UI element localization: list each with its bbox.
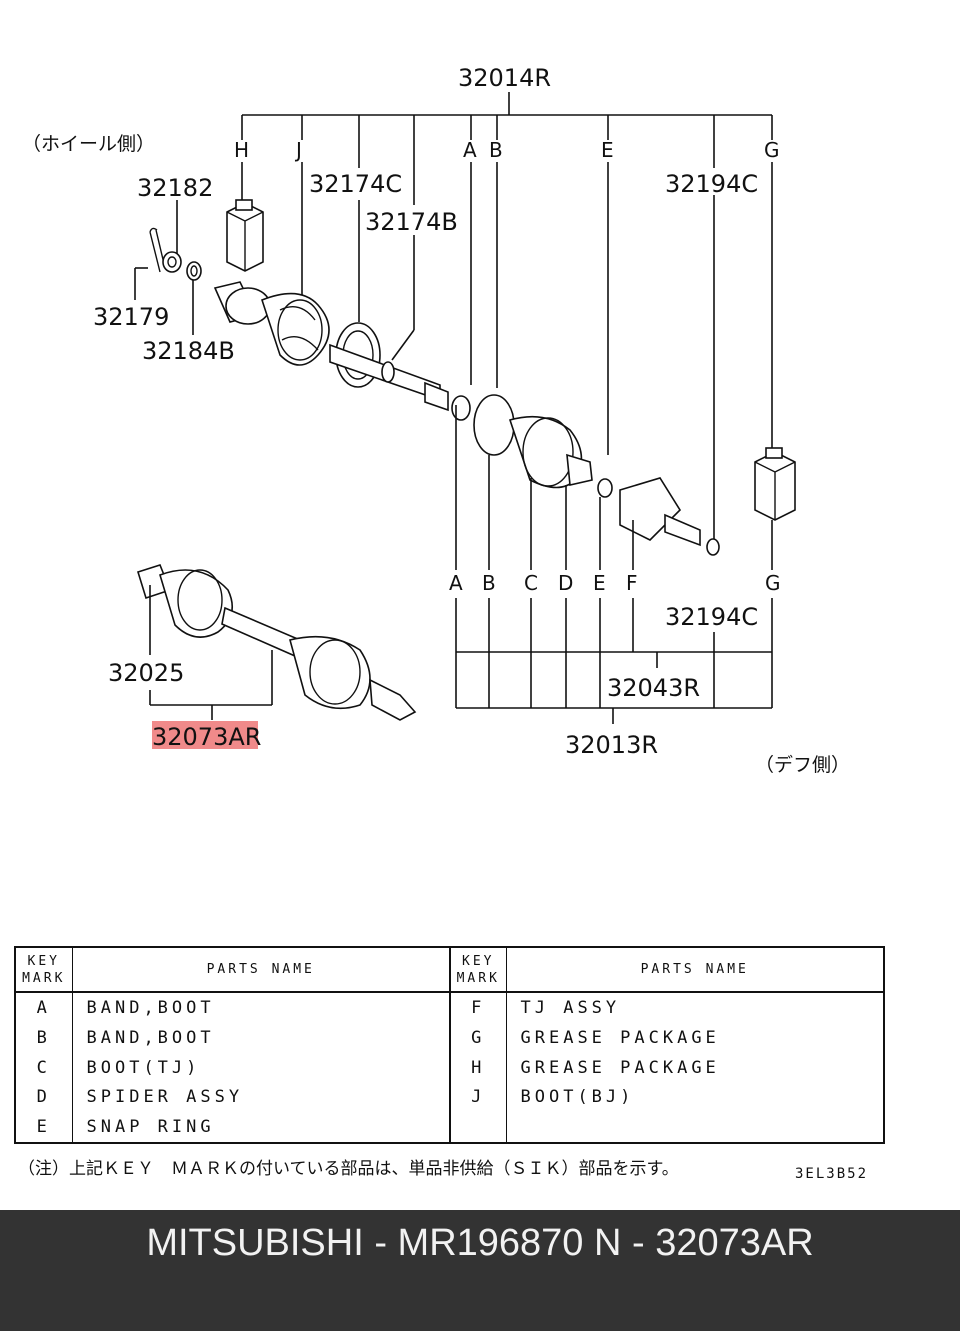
label-32179: 32179 [93, 303, 169, 331]
label-32073ar: 32073AR [152, 723, 261, 751]
label-32013r: 32013R [565, 731, 658, 759]
part-name-cell [506, 1112, 884, 1143]
table-row: E SNAP RING [15, 1112, 884, 1143]
label-32184b: 32184B [142, 337, 235, 365]
part-name-cell: GREASE PACKAGE [520, 1057, 720, 1078]
key-cell: F [450, 992, 507, 1023]
assy-32043r-32013r-bracket [455, 598, 773, 724]
key-letter-g-top: G [764, 138, 780, 162]
key-letter-a-bottom: A [449, 571, 463, 595]
table-row: D SPIDER ASSY J BOOT(BJ) [15, 1082, 884, 1113]
key-letter-d-bottom: D [558, 571, 573, 595]
assembled-shaft-shape [137, 564, 417, 721]
footer-bar [0, 1210, 960, 1331]
key-cell [450, 1112, 507, 1143]
part-name-cell: BAND,BOOT [72, 992, 451, 1023]
key-letter-e-bottom: E [593, 571, 606, 595]
assy-32073ar-bracket [149, 585, 273, 720]
footer-part-title: MITSUBISHI - MR196870 N - 32073AR [146, 1222, 814, 1264]
key-cell: D [15, 1082, 73, 1113]
key-letter-j-top: J [294, 138, 302, 162]
table-row: C BOOT(TJ) H GREASE PACKAGE [15, 1052, 884, 1083]
key-cell: E [15, 1112, 73, 1143]
header-parts-name-right: PARTS NAME [506, 947, 884, 994]
key-letter-b-bottom: B [482, 571, 496, 595]
part-name-cell: BOOT(TJ) [72, 1052, 451, 1083]
table-row: A BAND,BOOT F TJ ASSY [15, 992, 884, 1023]
key-letter-a-top: A [463, 138, 477, 162]
grease-package-g-shape [754, 447, 796, 521]
key-letter-f-bottom: F [626, 571, 638, 595]
part-name-cell: TJ ASSY [520, 998, 621, 1019]
key-letter-b-top: B [489, 138, 503, 162]
part-name-cell: SPIDER ASSY [72, 1082, 451, 1113]
label-32194c-bottom: 32194C [665, 603, 758, 631]
part-name-cell: GREASE PACKAGE [520, 1027, 720, 1048]
part-name-cell: SNAP RING [72, 1112, 451, 1143]
key-cell: A [15, 992, 73, 1023]
part-name-cell: BAND,BOOT [72, 1022, 451, 1053]
grease-package-h-shape [226, 199, 264, 272]
highlight-32073ar [152, 721, 258, 749]
label-diff-side: （デフ側） [755, 754, 850, 776]
parts-diagram: 32014R （ホイール側） H J A B E G 32182 32174C … [22, 64, 850, 776]
label-wheel-side: （ホイール側） [22, 133, 155, 155]
key-letter-g-bottom: G [765, 571, 781, 595]
hardware-shapes [149, 227, 202, 281]
footnote: （注）上記ＫＥＹ ＭＡＲＫの付いている部品は、単品非供給（ＳＩＫ）部品を示す。 [18, 1159, 679, 1179]
label-32043r: 32043R [607, 674, 700, 702]
header-parts-name-left: PARTS NAME [72, 947, 451, 994]
assy-32014r-bracket [241, 92, 773, 205]
label-32025: 32025 [108, 659, 184, 687]
key-letter-c-bottom: C [524, 571, 538, 595]
exploded-shaft-shape [213, 281, 720, 556]
label-32182: 32182 [137, 174, 213, 202]
label-32174b: 32174B [365, 208, 458, 236]
key-letter-h-top: H [234, 138, 249, 162]
label-32174c: 32174C [309, 170, 402, 198]
label-32194c-top: 32194C [665, 170, 758, 198]
label-32014r: 32014R [458, 64, 551, 92]
key-cell: G [450, 1022, 507, 1053]
key-letter-e-top: E [601, 138, 614, 162]
key-cell: C [15, 1052, 73, 1083]
key-cell: H [450, 1052, 507, 1083]
part-name-cell: BOOT(BJ) [520, 1087, 635, 1108]
table-row: B BAND,BOOT G GREASE PACKAGE [15, 1022, 884, 1053]
key-cell: J [450, 1082, 507, 1113]
drawing-code: 3EL3B52 [795, 1166, 869, 1182]
key-cell: B [15, 1022, 73, 1053]
